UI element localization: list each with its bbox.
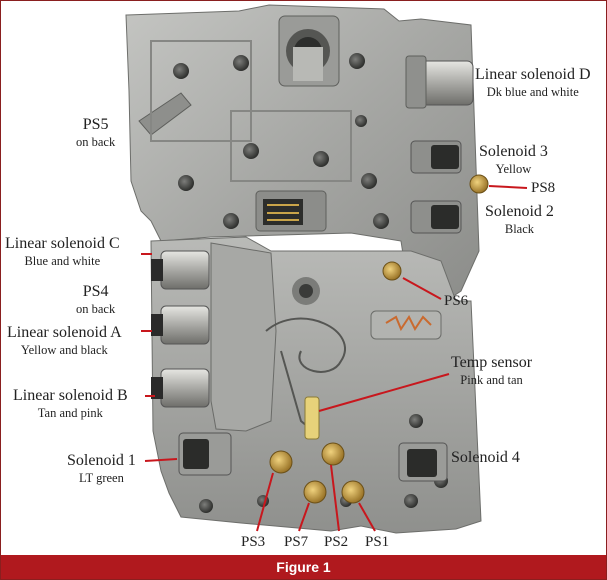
linear-solenoid-a-body <box>151 305 210 345</box>
solenoid-2-body <box>410 200 462 234</box>
label-desc: on back <box>76 134 116 149</box>
label-desc: on back <box>76 301 116 316</box>
linear-solenoid-d-body <box>405 55 474 109</box>
label-linear-solenoid-b: Linear solenoid B Tan and pink <box>13 387 128 420</box>
label-solenoid-2: Solenoid 2 Black <box>485 203 554 236</box>
ps8-fitting <box>469 174 489 194</box>
linear-solenoid-c-body <box>151 250 210 290</box>
ps1-fitting <box>341 480 365 504</box>
label-desc: Yellow <box>495 161 532 176</box>
linear-solenoid-b-body <box>151 368 210 408</box>
label-desc: Blue and white <box>24 253 101 268</box>
ps7-fitting <box>303 480 327 504</box>
solenoid-3-body <box>410 140 462 174</box>
label-name: Solenoid 2 <box>485 203 554 220</box>
label-desc: LT green <box>79 470 124 485</box>
label-name: Solenoid 1 <box>67 452 136 469</box>
label-name: Solenoid 3 <box>479 143 548 160</box>
label-ps1: PS1 <box>365 534 390 550</box>
label-solenoid-3: Solenoid 3 Yellow <box>479 143 548 176</box>
label-name: Linear solenoid A <box>7 324 122 341</box>
upper-valve-body <box>125 4 480 307</box>
valve-body-photo <box>125 4 528 534</box>
label-desc: Yellow and black <box>20 342 108 357</box>
label-ps8: PS8 <box>531 180 556 196</box>
label-ps6: PS6 <box>444 293 469 309</box>
ps3-fitting <box>269 450 293 474</box>
label-ps5: PS5 on back <box>76 116 116 149</box>
label-ps2: PS2 <box>324 534 349 550</box>
label-linear-solenoid-c: Linear solenoid C Blue and white <box>5 235 120 268</box>
ps2-fitting <box>321 442 345 466</box>
label-name: Linear solenoid D <box>475 66 591 83</box>
label-ps7: PS7 <box>284 534 309 550</box>
label-desc: Black <box>504 221 535 236</box>
label-name: PS5 <box>82 116 109 133</box>
label-solenoid-1: Solenoid 1 LT green <box>67 452 136 485</box>
solenoid-4-body <box>398 442 448 482</box>
label-desc: Pink and tan <box>460 372 523 387</box>
label-desc: Dk blue and white <box>486 84 579 99</box>
solenoid-1-body <box>178 432 232 476</box>
leader-lines <box>141 185 528 532</box>
label-ps3: PS3 <box>241 534 266 550</box>
label-linear-solenoid-a: Linear solenoid A Yellow and black <box>7 324 122 357</box>
figure-caption: Figure 1 <box>1 555 606 579</box>
label-temp-sensor: Temp sensor Pink and tan <box>451 354 533 387</box>
label-name: Temp sensor <box>451 354 533 371</box>
label-name: Linear solenoid B <box>13 387 128 404</box>
label-solenoid-4: Solenoid 4 <box>451 449 520 466</box>
label-name: PS4 <box>82 283 109 300</box>
label-linear-solenoid-d: Linear solenoid D Dk blue and white <box>475 66 591 99</box>
label-desc: Tan and pink <box>37 405 103 420</box>
ps6-fitting <box>382 261 402 281</box>
label-name: Linear solenoid C <box>5 235 120 252</box>
label-ps4: PS4 on back <box>76 283 116 316</box>
